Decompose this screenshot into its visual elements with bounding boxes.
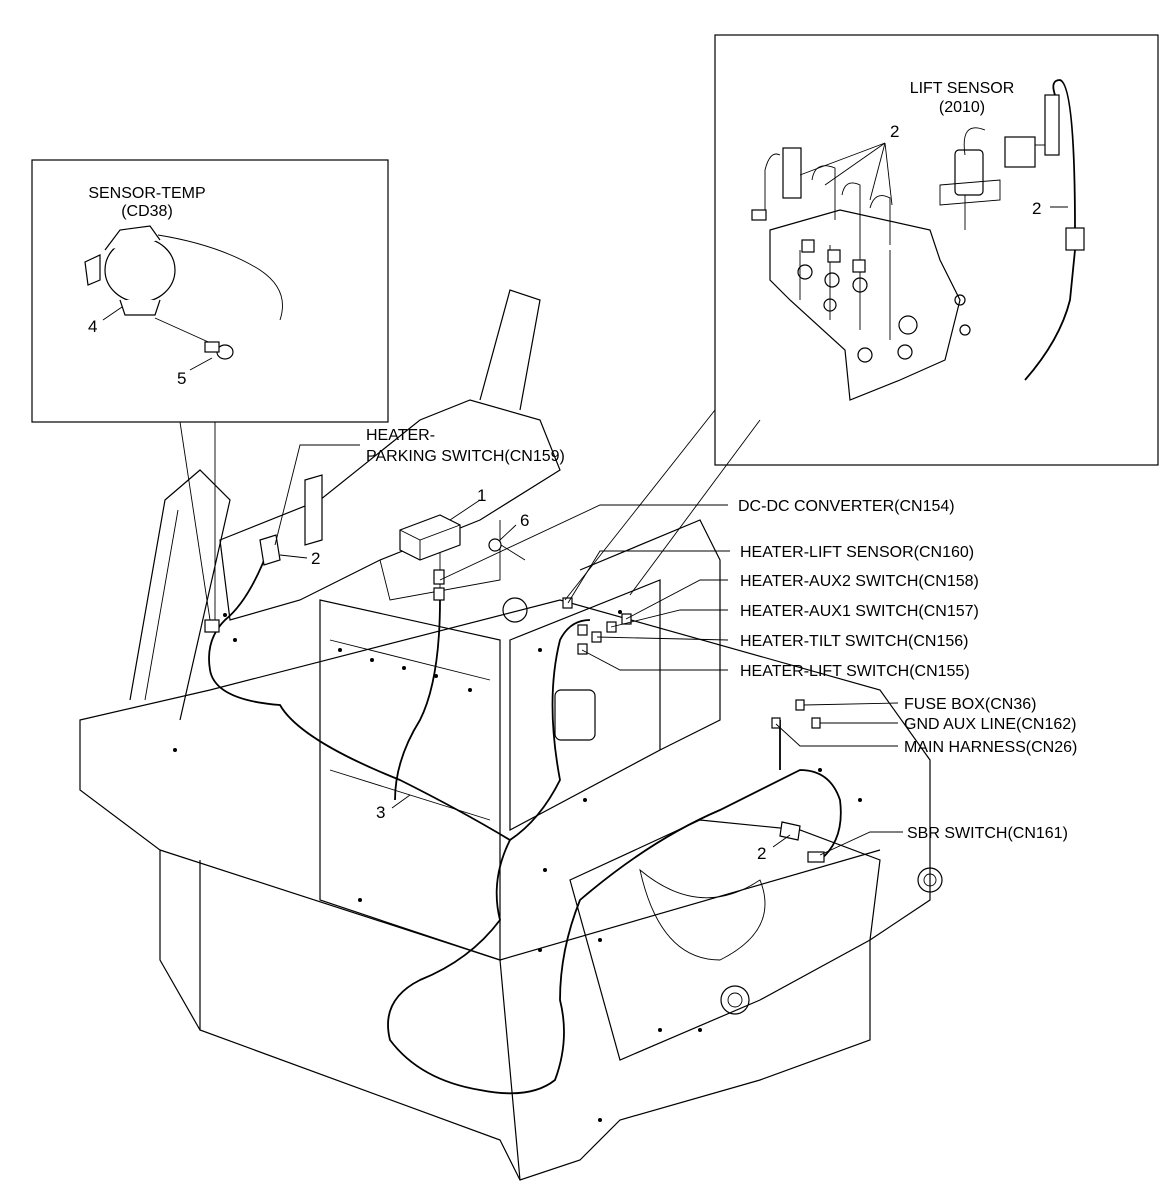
callout-2-valve: 2 (890, 122, 899, 141)
label-leaders (274, 444, 903, 856)
dc-dc-converter (399, 514, 461, 601)
inset-lift-sensor (564, 34, 1159, 601)
label-heater-aux2: HEATER-AUX2 SWITCH(CN158) (740, 573, 979, 590)
label-lift-sensor-code: (2010) (939, 99, 985, 116)
callout-2-lift-sensor: 2 (1032, 199, 1041, 218)
callout-numbers: 1 2 2 2 2 3 4 5 6 (88, 122, 1041, 863)
label-fuse-box: FUSE BOX(CN36) (904, 696, 1036, 713)
label-main-harness: MAIN HARNESS(CN26) (904, 739, 1077, 756)
wire-harness (208, 540, 842, 1095)
callout-6: 6 (520, 511, 529, 530)
label-sensor-temp: SENSOR-TEMP (88, 185, 205, 202)
inset-sensor-temp (31, 159, 389, 621)
bolt-item-6 (488, 538, 526, 561)
parking-switch-connector (259, 474, 323, 566)
callout-4: 4 (88, 317, 97, 336)
text-labels: SENSOR-TEMP (CD38) LIFT SENSOR (2010) HE… (88, 80, 1077, 842)
chassis-frame (79, 289, 943, 1181)
heater-connectors (562, 597, 632, 655)
label-sbr-switch: SBR SWITCH(CN161) (907, 825, 1068, 842)
label-heater-aux1: HEATER-AUX1 SWITCH(CN157) (740, 603, 979, 620)
label-heater-lift-sensor: HEATER-LIFT SENSOR(CN160) (740, 544, 974, 561)
temp-sensor-connector (204, 619, 220, 633)
callout-2-sbr: 2 (757, 844, 766, 863)
callout-5: 5 (177, 369, 186, 388)
label-gnd-aux-line: GND AUX LINE(CN162) (904, 716, 1077, 733)
label-dc-dc-converter: DC-DC CONVERTER(CN154) (738, 498, 955, 515)
label-heater-parking-1: HEATER- (366, 427, 435, 444)
right-connectors (771, 699, 821, 729)
callout-3: 3 (376, 803, 385, 822)
sbr-switch-connector (779, 821, 825, 863)
callout-1: 1 (477, 486, 486, 505)
label-lift-sensor: LIFT SENSOR (910, 80, 1015, 97)
label-heater-lift-switch: HEATER-LIFT SWITCH(CN155) (740, 663, 970, 680)
label-heater-tilt: HEATER-TILT SWITCH(CN156) (740, 633, 968, 650)
label-sensor-temp-code: (CD38) (121, 203, 173, 220)
label-heater-parking-2: PARKING SWITCH(CN159) (366, 448, 565, 465)
callout-2-parking: 2 (311, 549, 320, 568)
